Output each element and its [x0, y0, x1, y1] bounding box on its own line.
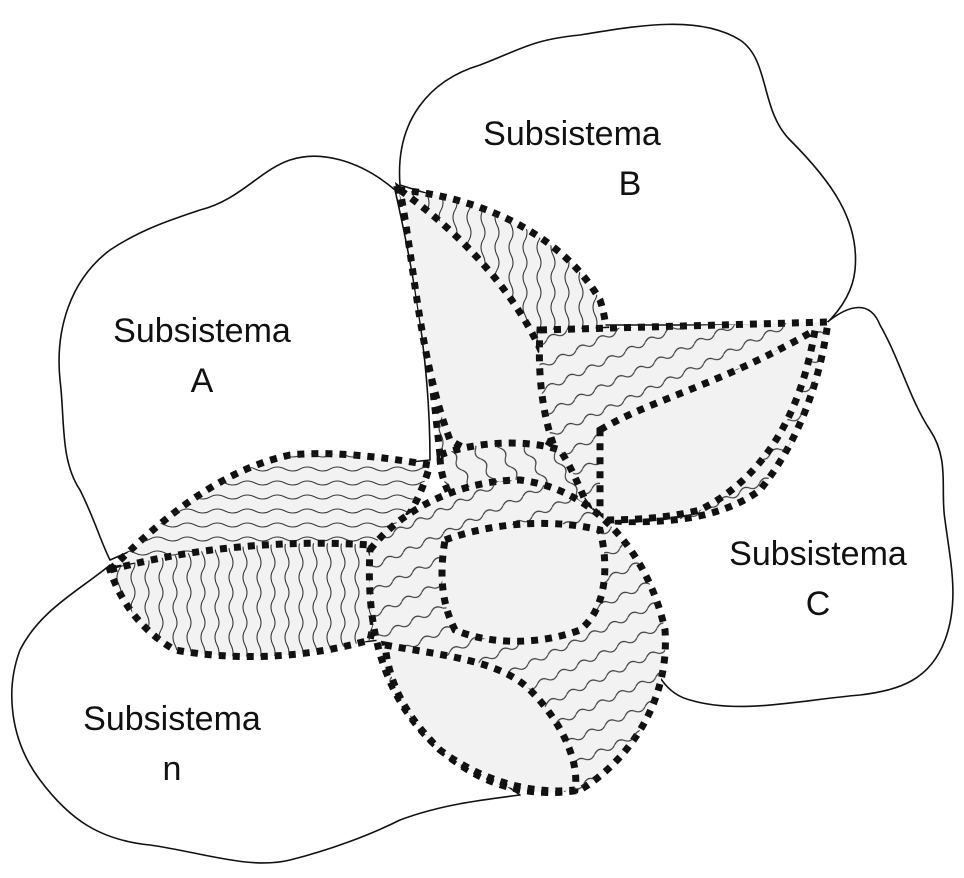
label-subsistema-b-letter: B — [619, 165, 642, 203]
label-subsistema-a-letter: A — [191, 362, 214, 400]
label-subsistema-c-name: Subsistema — [729, 535, 907, 573]
label-subsistema-a-name: Subsistema — [113, 312, 291, 350]
label-subsistema-n-name: Subsistema — [83, 700, 261, 738]
label-subsistema-n-letter: n — [163, 750, 182, 788]
label-subsistema-b-name: Subsistema — [483, 115, 661, 153]
overlap-petal-bottom-inner — [442, 523, 605, 641]
label-subsistema-c-letter: C — [806, 585, 831, 623]
